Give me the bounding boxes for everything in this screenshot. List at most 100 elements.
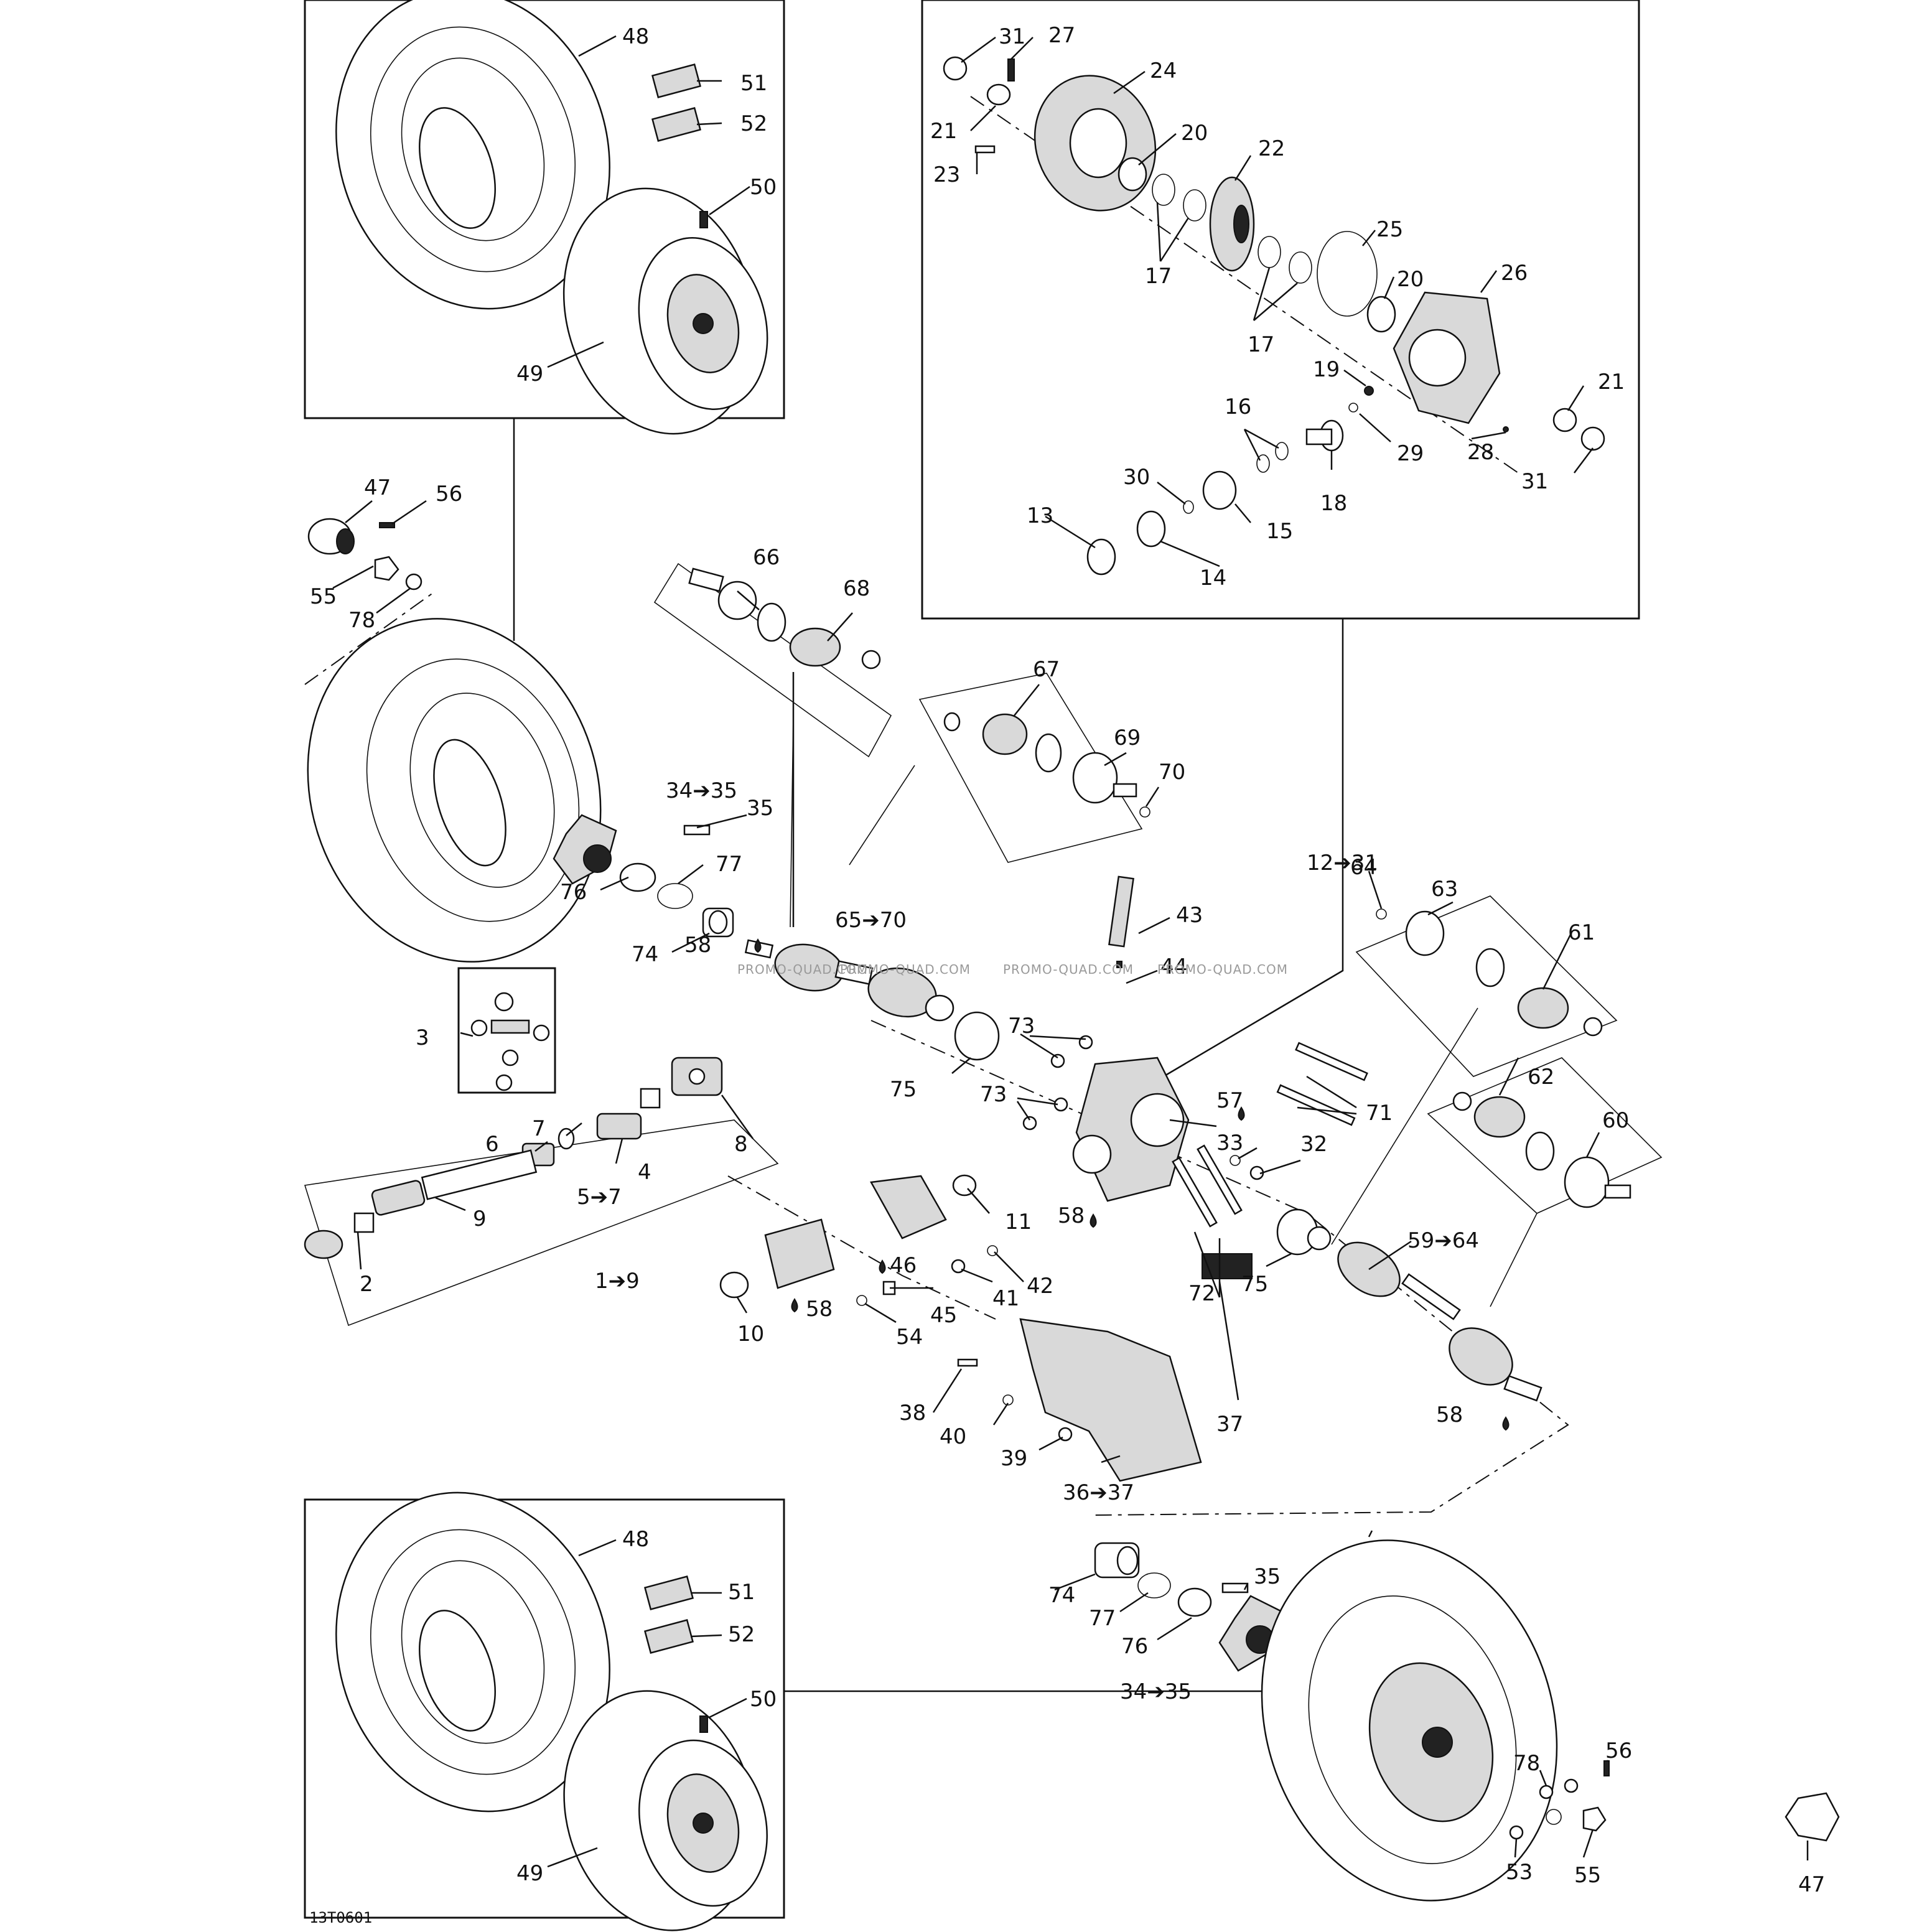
callout-49-bottom: 49	[516, 1861, 543, 1886]
clamp-63	[1475, 948, 1505, 987]
callout-1-9: 1➔9	[595, 1269, 640, 1294]
callout-11: 11	[1005, 1210, 1032, 1234]
callout-76-right: 76	[1121, 1634, 1148, 1659]
shim-16a	[1275, 442, 1289, 460]
stud-35-right	[1221, 1582, 1249, 1594]
boot-61	[1517, 987, 1569, 1029]
rim-49-bottom	[563, 1690, 768, 1931]
callout-46: 46	[890, 1253, 917, 1278]
callout-12-31: 12➔31	[1307, 851, 1378, 875]
watermark: PROMO-QUAD.COM	[1003, 962, 1134, 977]
circlip-70	[1139, 806, 1150, 818]
bolt-71a	[1295, 1042, 1368, 1081]
seal-76-left	[619, 862, 656, 892]
callout-8: 8	[734, 1132, 748, 1157]
oil-drop-icon	[1238, 1106, 1245, 1121]
watermark: PROMO-QUAD.COM	[840, 962, 971, 977]
pinion-18	[1305, 419, 1344, 452]
stud-35-left	[683, 824, 711, 836]
callout-56: 56	[436, 482, 462, 506]
ring-29	[1348, 403, 1358, 413]
callout-23: 23	[933, 162, 960, 187]
callout-57: 57	[1216, 1088, 1243, 1113]
bearing-21-right	[1552, 408, 1577, 432]
group-bracket-61-63	[1355, 895, 1618, 1077]
callout-63: 63	[1431, 877, 1458, 902]
ring-67	[943, 712, 961, 732]
cv-joint-66	[688, 567, 757, 620]
nut-53	[1509, 1825, 1524, 1840]
clamp-62	[1525, 1131, 1555, 1171]
ring-30	[1183, 500, 1194, 514]
callout-26: 26	[1501, 261, 1528, 286]
bottom-left-wheel-frame	[304, 1498, 785, 1919]
nut-73d	[1022, 1116, 1037, 1131]
hub-34-left	[553, 814, 617, 885]
skid-plate-36	[1019, 1318, 1202, 1482]
callout-13: 13	[1027, 503, 1053, 528]
housing-26	[1393, 291, 1501, 424]
callout-51-bottom: 51	[728, 1580, 755, 1605]
callout-45: 45	[930, 1303, 957, 1328]
bearing-15	[1202, 470, 1237, 510]
callout-34-35: 34➔35	[666, 778, 737, 803]
callout-70: 70	[1159, 760, 1185, 785]
callout-30: 30	[1123, 465, 1150, 490]
ball-19	[1364, 386, 1374, 396]
nut-78a	[1539, 1785, 1554, 1799]
callout-9: 9	[473, 1206, 487, 1231]
yoke-8	[671, 1057, 723, 1096]
callout-47-right: 47	[1798, 1872, 1825, 1897]
bearing-74-left	[702, 907, 734, 938]
callout-14: 14	[1200, 566, 1226, 590]
valve-label-52-bottom	[644, 1619, 694, 1654]
callout-62: 62	[1528, 1065, 1554, 1090]
callout-27: 27	[1048, 23, 1075, 48]
group-bracket-driveshaft	[304, 1119, 779, 1327]
drive-shaft-59-64	[1307, 1226, 1542, 1402]
callout-4: 4	[638, 1160, 651, 1185]
tire-48-bottom	[335, 1491, 610, 1813]
seal-13	[1086, 538, 1116, 576]
shim-16b	[1256, 454, 1270, 473]
housing-cover-24	[1034, 75, 1157, 212]
callout-labels: 48 51 52 50 49 47 56 55 78 34➔35 35 77 7…	[310, 23, 1825, 1897]
callout-40: 40	[940, 1424, 966, 1449]
callout-33: 33	[1216, 1131, 1243, 1155]
callout-78-right: 78	[1513, 1751, 1540, 1776]
seal-76-right	[1177, 1587, 1212, 1617]
shaft-9	[371, 1149, 538, 1216]
callout-69: 69	[1114, 726, 1141, 750]
drive-shaft-65-70	[744, 939, 954, 1022]
pin-27	[1007, 58, 1015, 82]
callout-66: 66	[753, 545, 780, 570]
bearing-14	[1136, 510, 1166, 548]
callout-58: 58	[684, 933, 711, 958]
boot-62	[1473, 1096, 1526, 1138]
oil-drop-icon	[1502, 1416, 1510, 1431]
bolt-72b	[1172, 1157, 1218, 1228]
callout-51: 51	[740, 71, 767, 96]
valve-stem-50	[699, 211, 708, 228]
callout-31-right: 31	[1521, 469, 1548, 494]
watermark: PROMO-QUAD.COM	[737, 962, 868, 977]
callout-39: 39	[1001, 1446, 1027, 1471]
callout-68: 68	[843, 576, 870, 601]
callout-5-7: 5➔7	[577, 1185, 622, 1210]
callout-25: 25	[1376, 217, 1403, 242]
callout-52: 52	[740, 111, 767, 136]
rim-49-top	[562, 187, 768, 435]
callout-74: 74	[632, 942, 658, 967]
callout-3: 3	[416, 1025, 429, 1050]
shim-17b	[1183, 189, 1206, 222]
callout-38: 38	[899, 1401, 926, 1426]
top-left-wheel-frame	[304, 0, 785, 419]
bolt-72a	[1197, 1144, 1243, 1215]
callout-56-right: 56	[1605, 1738, 1632, 1763]
group-bracket-67-69	[918, 673, 1143, 863]
callout-49: 49	[516, 362, 543, 386]
callout-73: 73	[1008, 1014, 1035, 1038]
callout-32: 32	[1300, 1132, 1327, 1157]
